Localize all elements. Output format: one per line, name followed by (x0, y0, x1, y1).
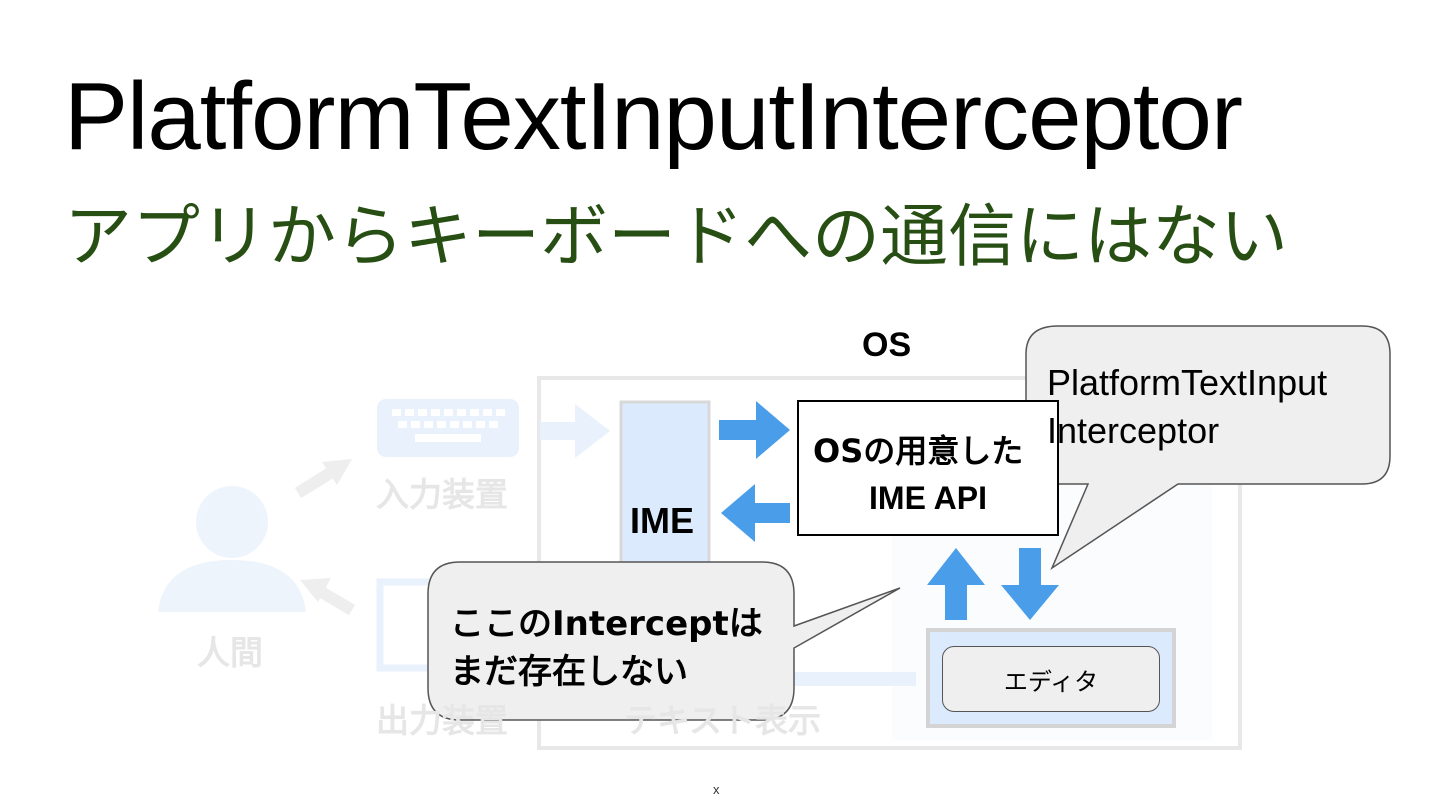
output-device-label: 出力装置 (376, 701, 508, 740)
callout-note-line1: ここのInterceptは (450, 604, 763, 644)
callout-interceptor-bubble (1025, 325, 1391, 571)
editor-box: エディタ (942, 646, 1160, 712)
arrow-ime-to-api (719, 401, 790, 459)
faded-arrow-to-person (300, 578, 356, 616)
callout-note-bubble (427, 561, 901, 721)
keyboard-icon (377, 399, 519, 457)
ime-column (619, 400, 711, 594)
slide-title: PlatformTextInputInterceptor (64, 63, 1243, 170)
person-icon (158, 486, 306, 612)
arrow-api-to-editor (1001, 548, 1059, 620)
ime-api-box: OSの用意した IME API (797, 400, 1059, 536)
callout-note-line2: まだ存在しない (450, 652, 688, 692)
arrow-editor-to-api (927, 548, 985, 620)
editor-label: エディタ (1003, 667, 1099, 696)
os-label: OS (862, 326, 912, 364)
ime-api-line1: OSの用意した (813, 432, 1024, 470)
arrow-api-to-ime (721, 484, 790, 542)
faded-arrow-to-ime (540, 404, 610, 458)
faded-arrow-to-keyboard (294, 459, 352, 499)
callout-interceptor-line2: Interceptor (1047, 410, 1220, 451)
callout-interceptor-line1: PlatformTextInput (1047, 362, 1328, 403)
slide-subtitle: アプリからキーボードへの通信にはない (64, 198, 1289, 277)
ime-label: IME (630, 500, 695, 541)
text-display-label: テキスト表示 (624, 701, 822, 740)
ime-api-line2: IME API (869, 480, 987, 516)
human-label: 人間 (197, 633, 263, 672)
footer-mark: x (713, 782, 720, 797)
input-device-label: 入力装置 (376, 475, 508, 514)
